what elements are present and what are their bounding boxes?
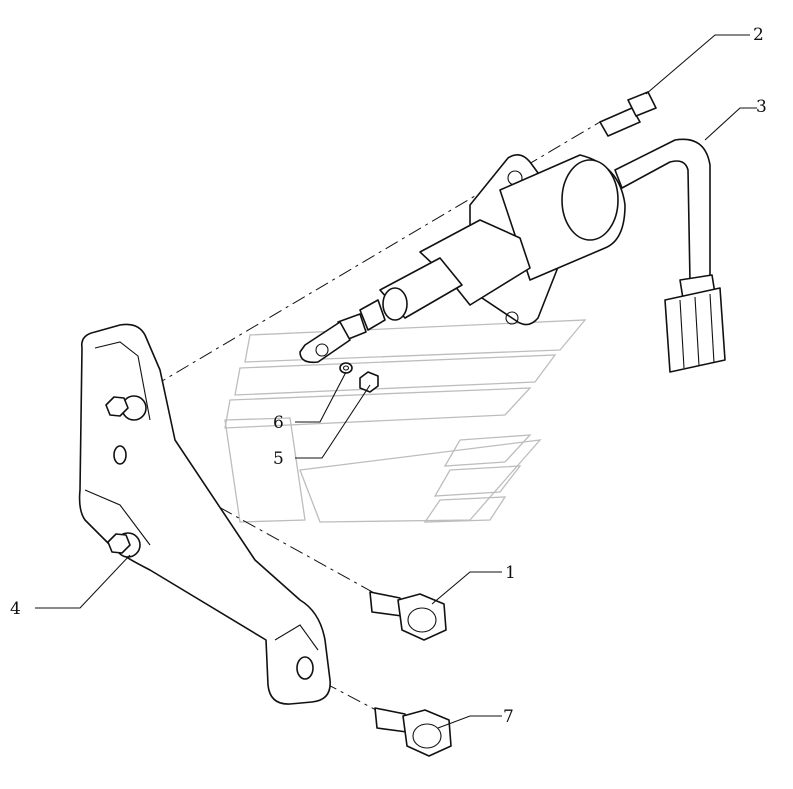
screw-part-2 bbox=[599, 91, 657, 137]
leader-lines bbox=[35, 34, 757, 729]
nut-part-5 bbox=[359, 371, 379, 393]
callout-labels: 1 2 3 4 5 6 7 bbox=[10, 25, 767, 727]
callout-6: 6 bbox=[273, 413, 284, 433]
callout-4: 4 bbox=[10, 599, 21, 619]
callout-7: 7 bbox=[503, 707, 514, 727]
mounting-bracket bbox=[78, 323, 331, 705]
bolt-part-1 bbox=[369, 591, 447, 641]
cable-harness bbox=[614, 138, 726, 373]
watermark-logo bbox=[224, 319, 587, 523]
callout-2: 2 bbox=[753, 25, 764, 45]
washer-part-6 bbox=[339, 362, 353, 374]
bolt-part-7 bbox=[374, 707, 452, 757]
callout-3: 3 bbox=[756, 97, 767, 117]
callout-1: 1 bbox=[505, 563, 516, 583]
callout-5: 5 bbox=[273, 449, 284, 469]
solenoid-assembly bbox=[299, 154, 626, 364]
